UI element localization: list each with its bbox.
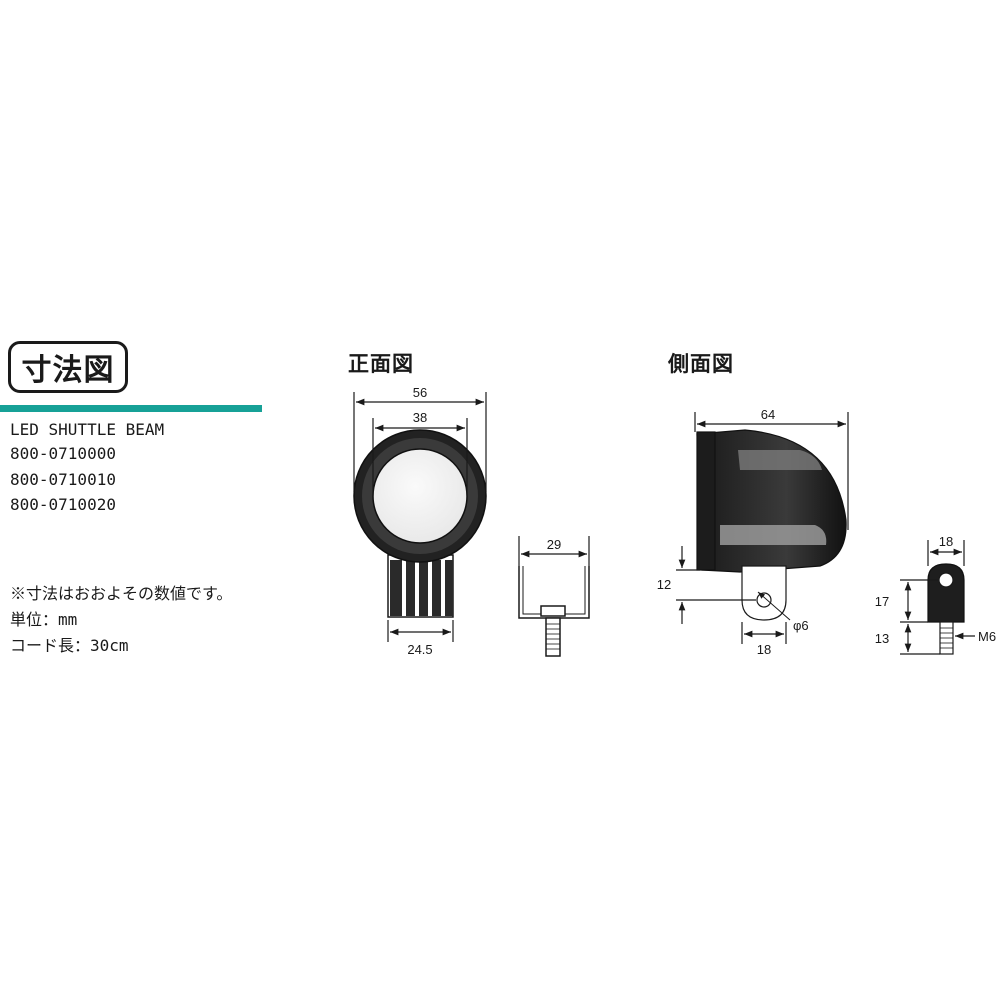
part-number-1: 800-0710000 bbox=[10, 444, 116, 463]
mount-detail-tab bbox=[927, 563, 965, 623]
dim-bolt-thread: M6 bbox=[978, 629, 996, 644]
front-view bbox=[353, 392, 487, 642]
mount-detail bbox=[900, 540, 975, 655]
dim-side-mount-width: 18 bbox=[757, 642, 771, 657]
bracket-bolt bbox=[545, 617, 561, 657]
dim-front-heatsink: 24.5 bbox=[407, 642, 432, 657]
mount-detail-hole bbox=[938, 572, 954, 588]
front-lens bbox=[372, 448, 468, 544]
product-name: LED SHUTTLE BEAM bbox=[10, 420, 165, 439]
heatsink-fins bbox=[387, 554, 454, 618]
side-mount-hole bbox=[756, 592, 772, 608]
dim-bolt-length: 13 bbox=[875, 631, 889, 646]
part-number-2: 800-0710010 bbox=[10, 470, 116, 489]
dim-side-hole: φ6 bbox=[793, 618, 809, 633]
dim-mount-height: 17 bbox=[875, 594, 889, 609]
note-approx: ※寸法はおおよその数値です。 bbox=[10, 584, 233, 603]
dim-front-outer: 56 bbox=[413, 385, 427, 400]
side-view bbox=[676, 412, 849, 644]
u-bracket bbox=[518, 536, 590, 657]
part-number-3: 800-0710020 bbox=[10, 495, 116, 514]
dim-side-mount-height: 12 bbox=[657, 577, 671, 592]
front-view-title: 正面図 bbox=[348, 352, 414, 376]
dim-mount-width: 18 bbox=[939, 534, 953, 549]
dimension-drawing-badge: 寸法図 bbox=[8, 341, 128, 393]
dim-side-depth: 64 bbox=[761, 407, 775, 422]
note-cord: コード長：30cm bbox=[10, 636, 129, 655]
note-unit: 単位：mm bbox=[10, 610, 78, 629]
teal-divider bbox=[0, 405, 262, 412]
side-view-title: 側面図 bbox=[668, 352, 734, 376]
mount-detail-bolt bbox=[939, 621, 954, 655]
dim-bracket-width: 29 bbox=[547, 537, 561, 552]
dim-front-lens: 38 bbox=[413, 410, 427, 425]
